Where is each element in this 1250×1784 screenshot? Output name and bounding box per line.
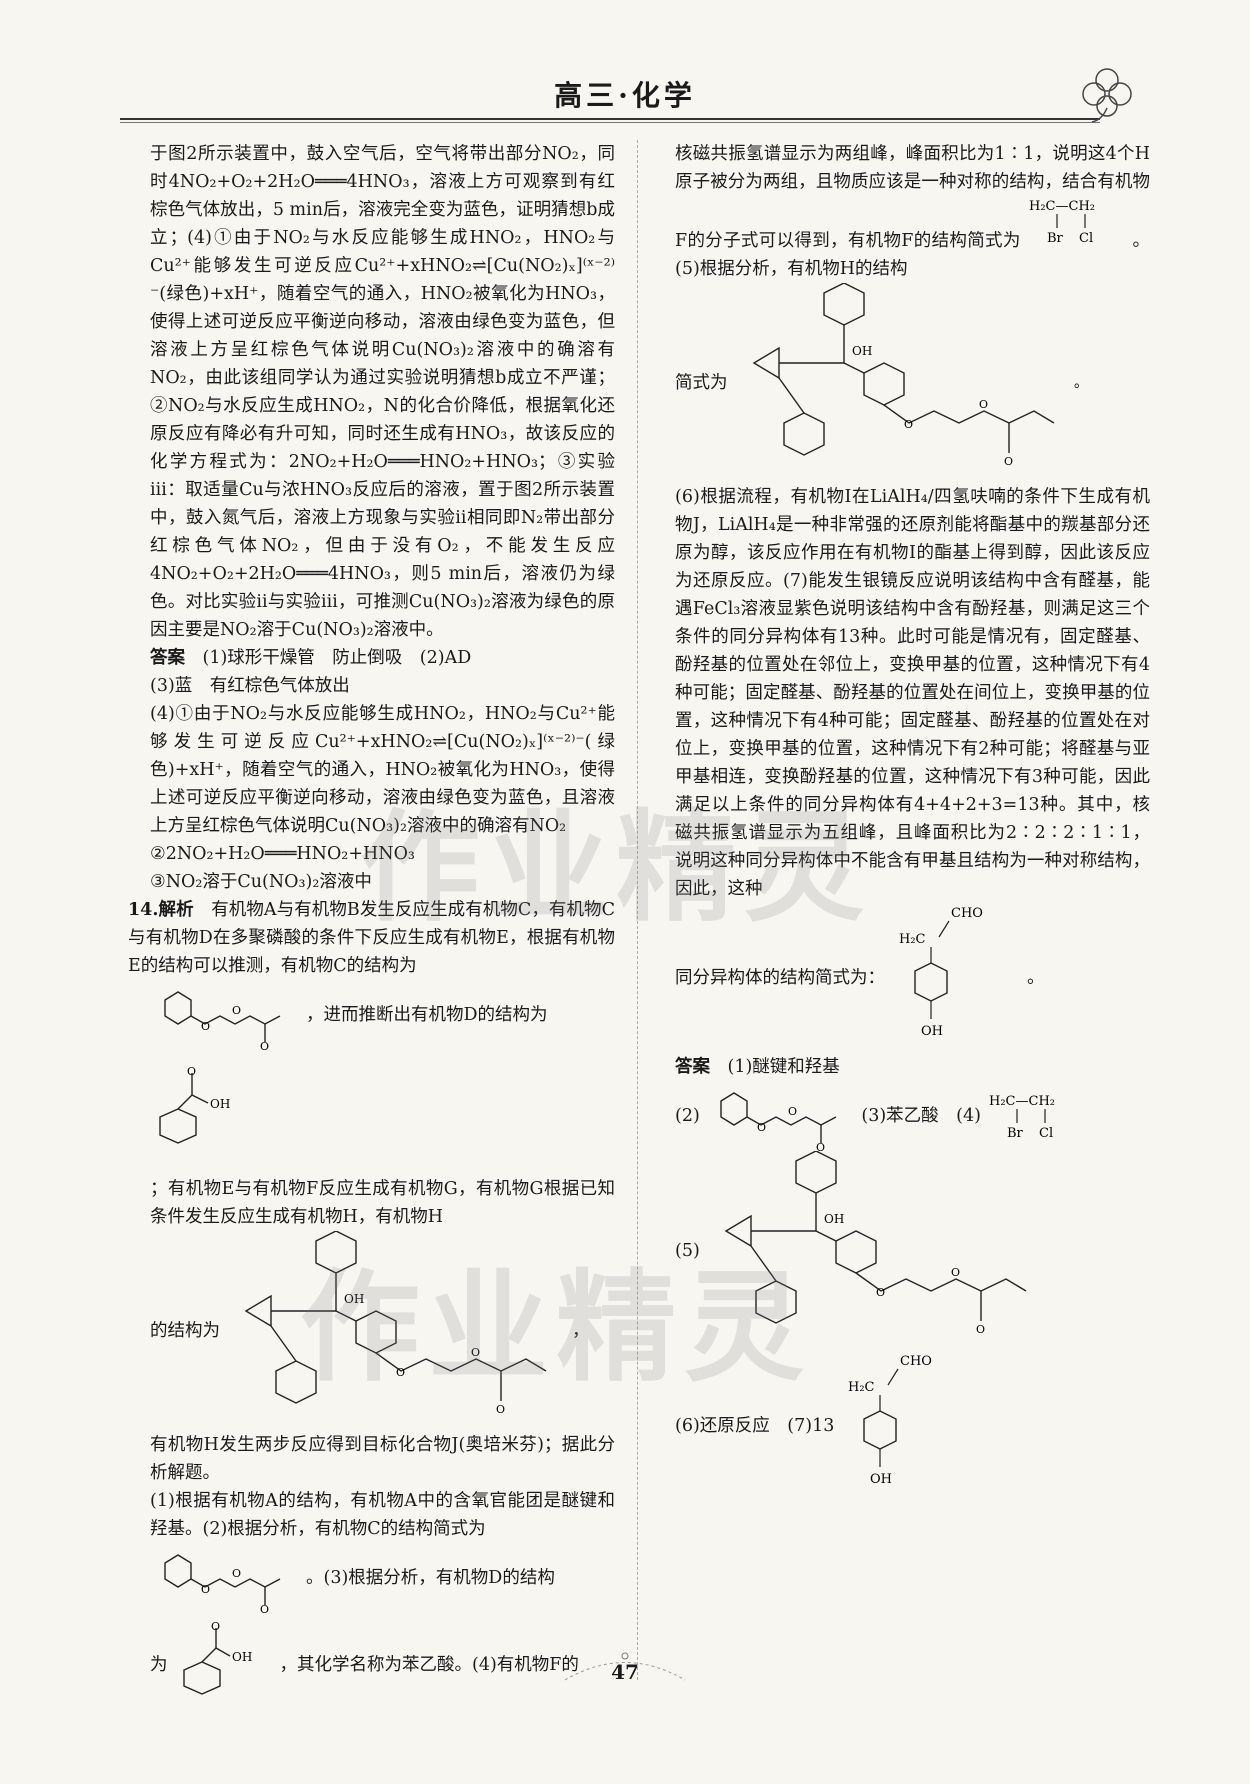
svg-text:OH: OH bbox=[210, 1097, 230, 1111]
compound-f-inline: H₂C—CH₂ Br Cl bbox=[1027, 196, 1127, 246]
svg-text:O: O bbox=[816, 1141, 825, 1151]
q14-text-5: 有机物H发生两步反应得到目标化合物J(奥培米芬)；据此分析解题。 bbox=[150, 1435, 615, 1483]
answer-13-part4: (4)①由于NO₂与水反应能够生成HNO₂，HNO₂与Cu²⁺能够发生可逆反应C… bbox=[150, 704, 615, 836]
comma: ， bbox=[572, 1321, 590, 1341]
question-14-label: 14.解析 bbox=[128, 900, 194, 920]
answer-14-label: 答案 bbox=[675, 1057, 710, 1077]
svg-text:H₂C: H₂C bbox=[899, 932, 926, 947]
compound-h-structure-right: OH O O O 。 bbox=[752, 283, 1088, 468]
svg-text:OH: OH bbox=[232, 1650, 252, 1664]
answer-13-part4b: ②2NO₂+H₂O═══HNO₂+HNO₃ bbox=[150, 844, 415, 864]
compound-d-structure: O OH bbox=[159, 1065, 230, 1144]
page-ornament-icon bbox=[564, 1652, 686, 1681]
svg-text:O: O bbox=[496, 1403, 505, 1416]
svg-text:O: O bbox=[471, 1346, 480, 1359]
svg-text:。: 。 bbox=[1074, 375, 1088, 391]
svg-text:Br: Br bbox=[1047, 231, 1064, 246]
svg-text:H₂C—CH₂: H₂C—CH₂ bbox=[989, 1094, 1055, 1109]
svg-text:O: O bbox=[1004, 455, 1013, 468]
svg-text:OH: OH bbox=[824, 1212, 844, 1226]
svg-text:CHO: CHO bbox=[951, 906, 983, 921]
q14-text-6: (1)根据有机物A的结构，有机物A中的含氧官能团是醚键和羟基。(2)根据分析，有… bbox=[150, 1491, 615, 1539]
q14-text-2: ，进而推断出有机物D的结构为 bbox=[306, 1005, 548, 1025]
q14-text-9: ，其化学名称为苯乙酸。(4)有机物F的 bbox=[279, 1654, 579, 1675]
compound-c-structure-2: O O O bbox=[164, 1554, 281, 1613]
answer-isomer-structure: CHO H₂C OH bbox=[848, 1354, 932, 1487]
answer-14-part5: (5) OH O O O bbox=[675, 1151, 1046, 1351]
answer-14-part2: (2) O O O bbox=[675, 1081, 856, 1151]
compound-d-structure-2: O OH bbox=[182, 1622, 252, 1695]
answer-compound-f: H₂C—CH₂ Br Cl bbox=[989, 1094, 1055, 1141]
answer-13-part1: (1)球形干燥管 防止倒吸 (2)AD bbox=[202, 648, 472, 668]
svg-text:O: O bbox=[979, 398, 988, 411]
svg-text:O: O bbox=[757, 1121, 766, 1134]
header-rule bbox=[120, 118, 1100, 120]
svg-text:O: O bbox=[260, 1603, 269, 1613]
compound-h-row-right: 简式为 OH O O O 。 bbox=[675, 283, 1094, 483]
svg-text:O: O bbox=[396, 1366, 405, 1379]
r-text-2: 。(5)根据分析，有机物H的结构 bbox=[675, 231, 1150, 279]
r-text-1: 核磁共振氢谱显示为两组峰，峰面积比为1∶1，说明这4个H原子被分为两组，且物质应… bbox=[675, 144, 1150, 251]
r-text-4: (6)根据流程，有机物I在LiAlH₄/四氢呋喃的条件下生成有机物J，LiAlH… bbox=[675, 487, 1150, 899]
answer-14-part1: (1)醚键和羟基 bbox=[727, 1057, 840, 1077]
answer-label: 答案 bbox=[150, 648, 185, 668]
answer-compound-c: O O O bbox=[720, 1092, 837, 1151]
page-header: 高三·化学 bbox=[0, 60, 1250, 130]
q14-text-1: 有机物A与有机物B发生反应生成有机物C，有机物C与有机物D在多聚磷酸的条件下反应… bbox=[128, 900, 616, 976]
q14-text-7: 。(3)根据分析，有机物D的结构 bbox=[306, 1568, 555, 1588]
compound-c-structure: O O O bbox=[164, 991, 281, 1050]
period: 。 bbox=[1027, 968, 1045, 988]
compound-c-row: O O O ，进而推断出有机物D的结构为 bbox=[150, 980, 548, 1050]
column-divider bbox=[637, 140, 638, 1680]
compound-f-structure: H₂C—CH₂ Br Cl bbox=[1029, 199, 1095, 246]
svg-text:OH: OH bbox=[870, 1472, 892, 1487]
svg-text:O: O bbox=[232, 1004, 241, 1017]
compound-d-row-2: 为 O OH ，其化学名称为苯乙酸。(4)有机物F的 bbox=[150, 1622, 579, 1707]
answer-14-part6-7: (6)还原反应 (7)13 CHO H₂C OH bbox=[675, 1351, 970, 1501]
svg-text:OH: OH bbox=[921, 1024, 943, 1039]
isomer-row: 同分异构体的结构简式为： CHO H₂C OH 。 bbox=[675, 903, 1045, 1053]
r-text-3: 简式为 bbox=[675, 373, 728, 393]
svg-text:H₂C—CH₂: H₂C—CH₂ bbox=[1029, 199, 1095, 214]
svg-text:O: O bbox=[260, 1040, 269, 1050]
header-title: 高三·化学 bbox=[554, 79, 696, 112]
answer-13-explanation-text: 于图2所示装置中，鼓入空气后，空气将带出部分NO₂，同时4NO₂+O₂+2H₂O… bbox=[150, 144, 615, 640]
svg-text:Cl: Cl bbox=[1039, 1126, 1053, 1141]
svg-text:O: O bbox=[951, 1266, 960, 1279]
compound-h-structure: OH O O O bbox=[244, 1231, 547, 1416]
svg-text:O: O bbox=[876, 1286, 885, 1299]
answer-13-part4c: ③NO₂溶于Cu(NO₃)₂溶液中 bbox=[150, 872, 372, 892]
svg-text:O: O bbox=[904, 418, 913, 431]
answer-14-part3-4: (3)苯乙酸 (4) H₂C—CH₂ Br Cl bbox=[861, 1091, 1087, 1141]
compound-c-row-2: O O O 。(3)根据分析，有机物D的结构 bbox=[150, 1543, 555, 1613]
svg-text:O: O bbox=[976, 1323, 985, 1336]
svg-text:Br: Br bbox=[1007, 1126, 1024, 1141]
page-number: 47 bbox=[611, 1660, 639, 1684]
left-column: 于图2所示装置中，鼓入空气后，空气将带出部分NO₂，同时4NO₂+O₂+2H₂O… bbox=[128, 140, 615, 1707]
q14-text-4: 的结构为 bbox=[150, 1321, 220, 1341]
svg-text:OH: OH bbox=[344, 1292, 364, 1306]
svg-text:O: O bbox=[232, 1567, 241, 1580]
svg-text:H₂C: H₂C bbox=[848, 1380, 875, 1395]
svg-text:CHO: CHO bbox=[900, 1354, 932, 1369]
isomer-structure: CHO H₂C OH bbox=[899, 906, 983, 1039]
r-text-5: 同分异构体的结构简式为： bbox=[675, 968, 885, 988]
svg-text:O: O bbox=[187, 1065, 196, 1078]
q14-text-8: 为 bbox=[150, 1654, 168, 1675]
header-rule-thin bbox=[120, 122, 1100, 123]
svg-text:O: O bbox=[211, 1622, 220, 1633]
svg-text:Cl: Cl bbox=[1079, 231, 1093, 246]
compound-d-structure-wrap: O OH bbox=[150, 1065, 615, 1169]
svg-text:O: O bbox=[201, 1020, 210, 1033]
compound-h-row: 的结构为 OH O O O ， bbox=[150, 1231, 590, 1431]
svg-text:O: O bbox=[788, 1105, 797, 1118]
answer-13-part3: (3)蓝 有红棕色气体放出 bbox=[150, 676, 350, 696]
svg-text:OH: OH bbox=[852, 344, 872, 358]
answer-compound-h: OH O O O bbox=[724, 1151, 1027, 1336]
svg-text:O: O bbox=[201, 1583, 210, 1596]
clover-icon bbox=[1082, 68, 1132, 123]
q14-text-3: ；有机物E与有机物F反应生成有机物G，有机物G根据已知条件发生反应生成有机物H，… bbox=[150, 1179, 615, 1227]
right-column: 核磁共振氢谱显示为两组峰，峰面积比为1∶1，说明这4个H原子被分为两组，且物质应… bbox=[675, 140, 1150, 1501]
